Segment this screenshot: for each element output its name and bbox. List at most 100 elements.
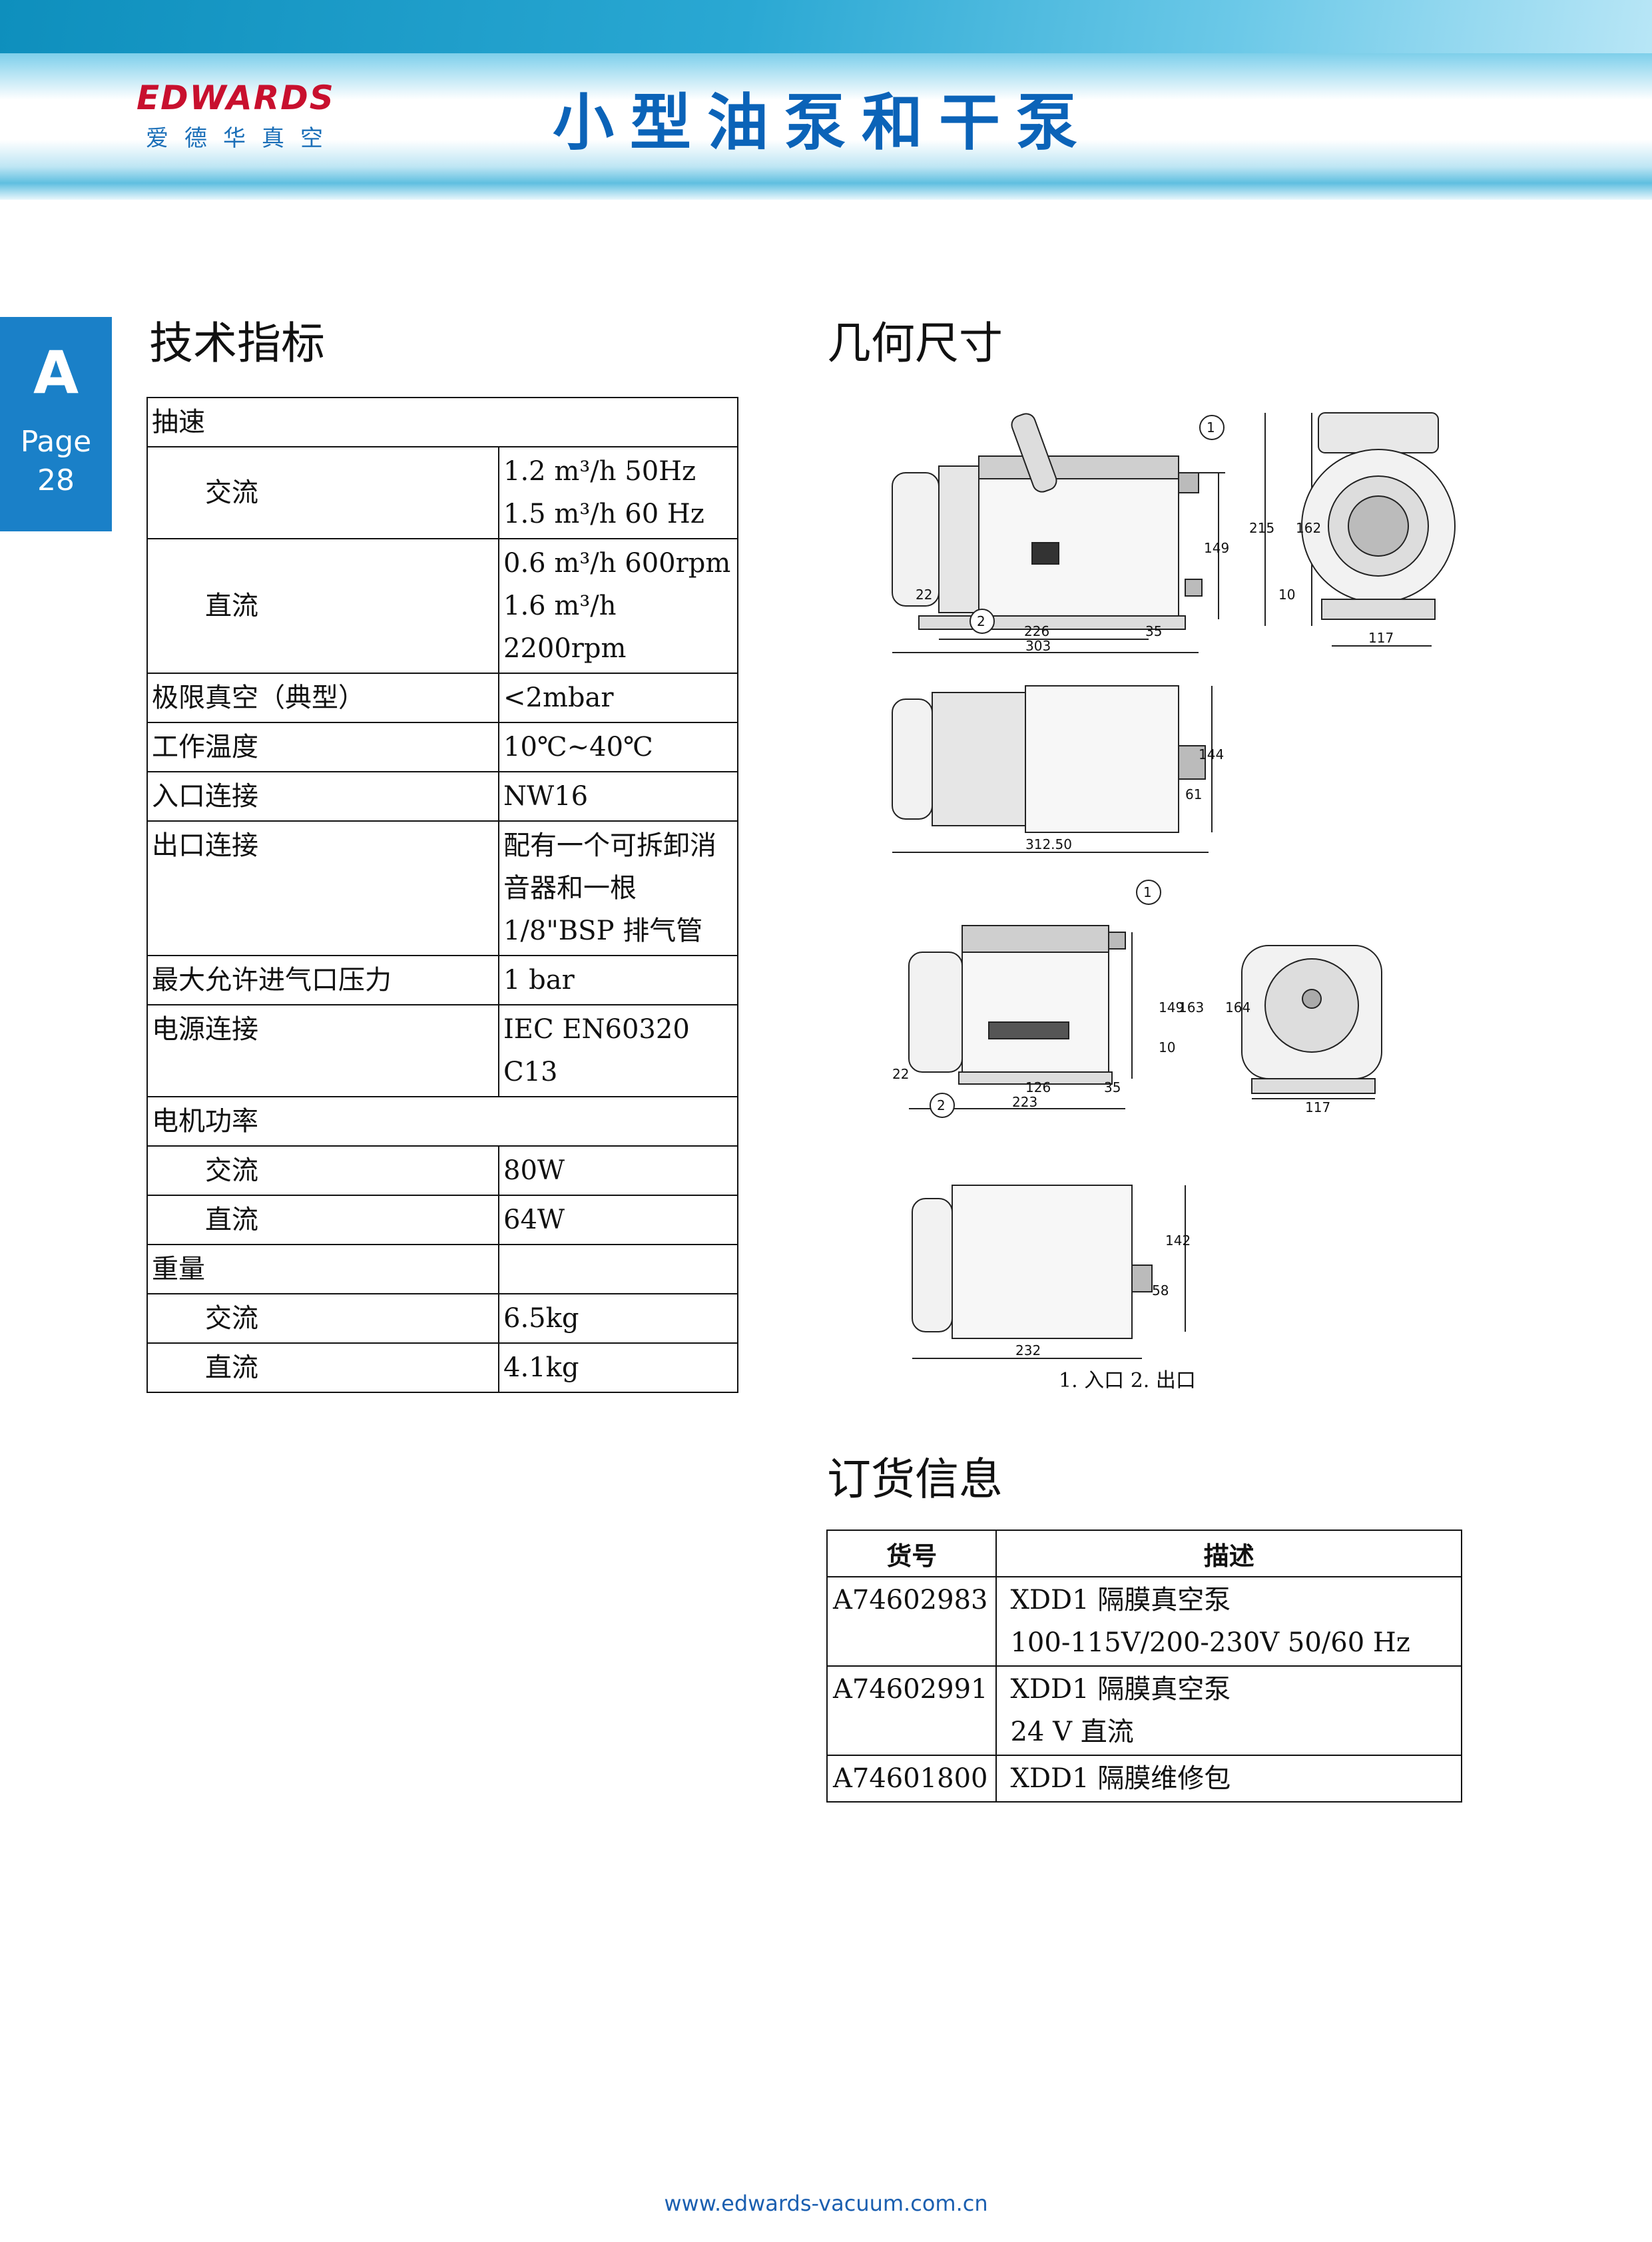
column-header-description: 描述 (995, 1530, 1462, 1577)
spec-label: 交流 (146, 1145, 499, 1196)
dimensions-heading: 几何尺寸 (827, 318, 1003, 369)
description-line: 24 V 直流 (1010, 1717, 1134, 1747)
callout-outlet: 2 (937, 1097, 946, 1113)
table-row: 最大允许进气口压力 1 bar (146, 955, 738, 1005)
dimension-label: 215 (1249, 520, 1274, 536)
callout-outlet: 2 (977, 613, 985, 629)
dimension-label: 162 (1296, 520, 1321, 536)
spec-label: 出口连接 (146, 820, 499, 956)
spec-value: 64W (498, 1195, 738, 1245)
edwards-logo: EDWARDS 爱德华真空 (137, 79, 350, 152)
page-title: 小型油泵和干泵 (553, 87, 1094, 158)
spec-value: 1 bar (498, 955, 738, 1005)
callout-inlet: 1 (1207, 420, 1215, 435)
dimension-label: 163 (1179, 999, 1204, 1015)
table-header-row: 货号 描述 (826, 1530, 1462, 1577)
table-row: 重量 (146, 1244, 738, 1294)
spec-value: 1.2 m³/h 50Hz 1.5 m³/h 60 Hz (498, 446, 738, 539)
pump-end-view-1 (1301, 412, 1456, 647)
description-line: XDD1 隔膜真空泵 (1010, 1585, 1231, 1615)
dimension-label: 117 (1368, 630, 1394, 646)
spec-value: 配有一个可拆卸消音器和一根 1/8"BSP 排气管 (498, 820, 738, 956)
table-row: 电机功率 (146, 1096, 738, 1147)
table-row: 抽速 (146, 397, 738, 447)
spec-table: 抽速 交流 1.2 m³/h 50Hz 1.5 m³/h 60 Hz 直流 0.… (146, 397, 738, 1393)
table-row: 交流 80W (146, 1145, 738, 1196)
part-description: XDD1 隔膜维修包 (995, 1755, 1462, 1803)
dimension-label: 312.50 (1025, 836, 1072, 852)
table-row: 直流 0.6 m³/h 600rpm 1.6 m³/h 2200rpm (146, 538, 738, 674)
dimension-label: 35 (1145, 623, 1162, 639)
dimension-label: 144 (1199, 746, 1224, 762)
table-row: A74602991 XDD1 隔膜真空泵 24 V 直流 (826, 1665, 1462, 1756)
column-header-part: 货号 (826, 1530, 997, 1577)
part-number: A74602991 (826, 1665, 997, 1756)
dimension-label: 35 (1104, 1079, 1121, 1095)
dimension-label: 58 (1152, 1282, 1169, 1298)
footer-website-link[interactable]: www.edwards-vacuum.com.cn (664, 2191, 988, 2216)
dimension-label: 226 (1024, 623, 1049, 639)
table-row: 直流 64W (146, 1195, 738, 1245)
logo-chinese: 爱德华真空 (146, 125, 339, 152)
spec-value: NW16 (498, 771, 738, 822)
table-row: 直流 4.1kg (146, 1342, 738, 1393)
part-number: A74602983 (826, 1576, 997, 1667)
dimension-label: 126 (1025, 1079, 1051, 1095)
part-number: A74601800 (826, 1755, 997, 1803)
pump-side-view-2 (908, 925, 1133, 1109)
spec-label: 直流 (146, 1342, 499, 1393)
spec-label: 交流 (146, 1293, 499, 1344)
spec-label: 电源连接 (146, 1004, 499, 1097)
spec-label: 抽速 (146, 397, 738, 447)
spec-value-line: 1.5 m³/h 60 Hz (503, 499, 704, 529)
spec-value: 4.1kg (498, 1342, 738, 1393)
table-row: A74601800 XDD1 隔膜维修包 (826, 1755, 1462, 1803)
dimension-label: 223 (1012, 1094, 1037, 1110)
dimension-drawings: 1 2 1 2 226 35 303 22 149 215 162 10 117… (892, 412, 1456, 1359)
dimension-label: 10 (1278, 587, 1295, 603)
description-line: XDD1 隔膜真空泵 (1010, 1674, 1231, 1705)
spec-value: 80W (498, 1145, 738, 1196)
page-label: Page (20, 425, 92, 459)
dimension-label: 164 (1225, 999, 1250, 1015)
dimension-label: 303 (1025, 638, 1051, 654)
table-row: A74602983 XDD1 隔膜真空泵 100-115V/200-230V 5… (826, 1576, 1462, 1667)
spec-value: 10℃~40℃ (498, 722, 738, 772)
pump-top-view-1 (892, 685, 1213, 853)
logo-wordmark: EDWARDS (137, 79, 335, 117)
dimension-label: 117 (1305, 1099, 1330, 1115)
dimension-label: 232 (1015, 1342, 1041, 1358)
spec-value-line: 0.6 m³/h 600rpm (503, 548, 731, 579)
dimension-label: 142 (1165, 1233, 1191, 1249)
table-row: 出口连接 配有一个可拆卸消音器和一根 1/8"BSP 排气管 (146, 820, 738, 956)
dimension-legend: 1. 入口 2. 出口 (1059, 1369, 1196, 1392)
spec-label: 极限真空（典型） (146, 673, 499, 723)
spec-value: 0.6 m³/h 600rpm 1.6 m³/h 2200rpm (498, 538, 738, 674)
pump-side-view-1 (892, 413, 1312, 653)
spec-label: 直流 (146, 1195, 499, 1245)
spec-label: 最大允许进气口压力 (146, 955, 499, 1005)
spec-value: IEC EN60320 C13 (498, 1004, 738, 1097)
pump-end-view-2 (1241, 945, 1382, 1099)
order-table: 货号 描述 A74602983 XDD1 隔膜真空泵 100-115V/200-… (826, 1530, 1462, 1803)
description-line: 100-115V/200-230V 50/60 Hz (1010, 1627, 1410, 1658)
spec-value-empty (498, 1244, 738, 1294)
dimension-label: 22 (892, 1066, 909, 1082)
header-stripe (0, 0, 1652, 53)
spec-value: <2mbar (498, 673, 738, 723)
spec-value-line: 1.6 m³/h 2200rpm (503, 591, 627, 664)
table-row: 交流 1.2 m³/h 50Hz 1.5 m³/h 60 Hz (146, 446, 738, 539)
page-header: EDWARDS 爱德华真空 小型油泵和干泵 (0, 0, 1652, 200)
dimension-label: 61 (1185, 786, 1202, 802)
spec-label: 电机功率 (146, 1096, 738, 1147)
part-description: XDD1 隔膜真空泵 24 V 直流 (995, 1665, 1462, 1756)
table-row: 极限真空（典型） <2mbar (146, 673, 738, 723)
dimension-label: 149 (1159, 999, 1184, 1015)
spec-value-line: 1.2 m³/h 50Hz (503, 456, 696, 487)
part-description: XDD1 隔膜真空泵 100-115V/200-230V 50/60 Hz (995, 1576, 1462, 1667)
section-tab: A Page 28 (0, 317, 112, 531)
spec-value: 6.5kg (498, 1293, 738, 1344)
table-row: 入口连接 NW16 (146, 771, 738, 822)
table-row: 电源连接 IEC EN60320 C13 (146, 1004, 738, 1097)
table-row: 交流 6.5kg (146, 1293, 738, 1344)
